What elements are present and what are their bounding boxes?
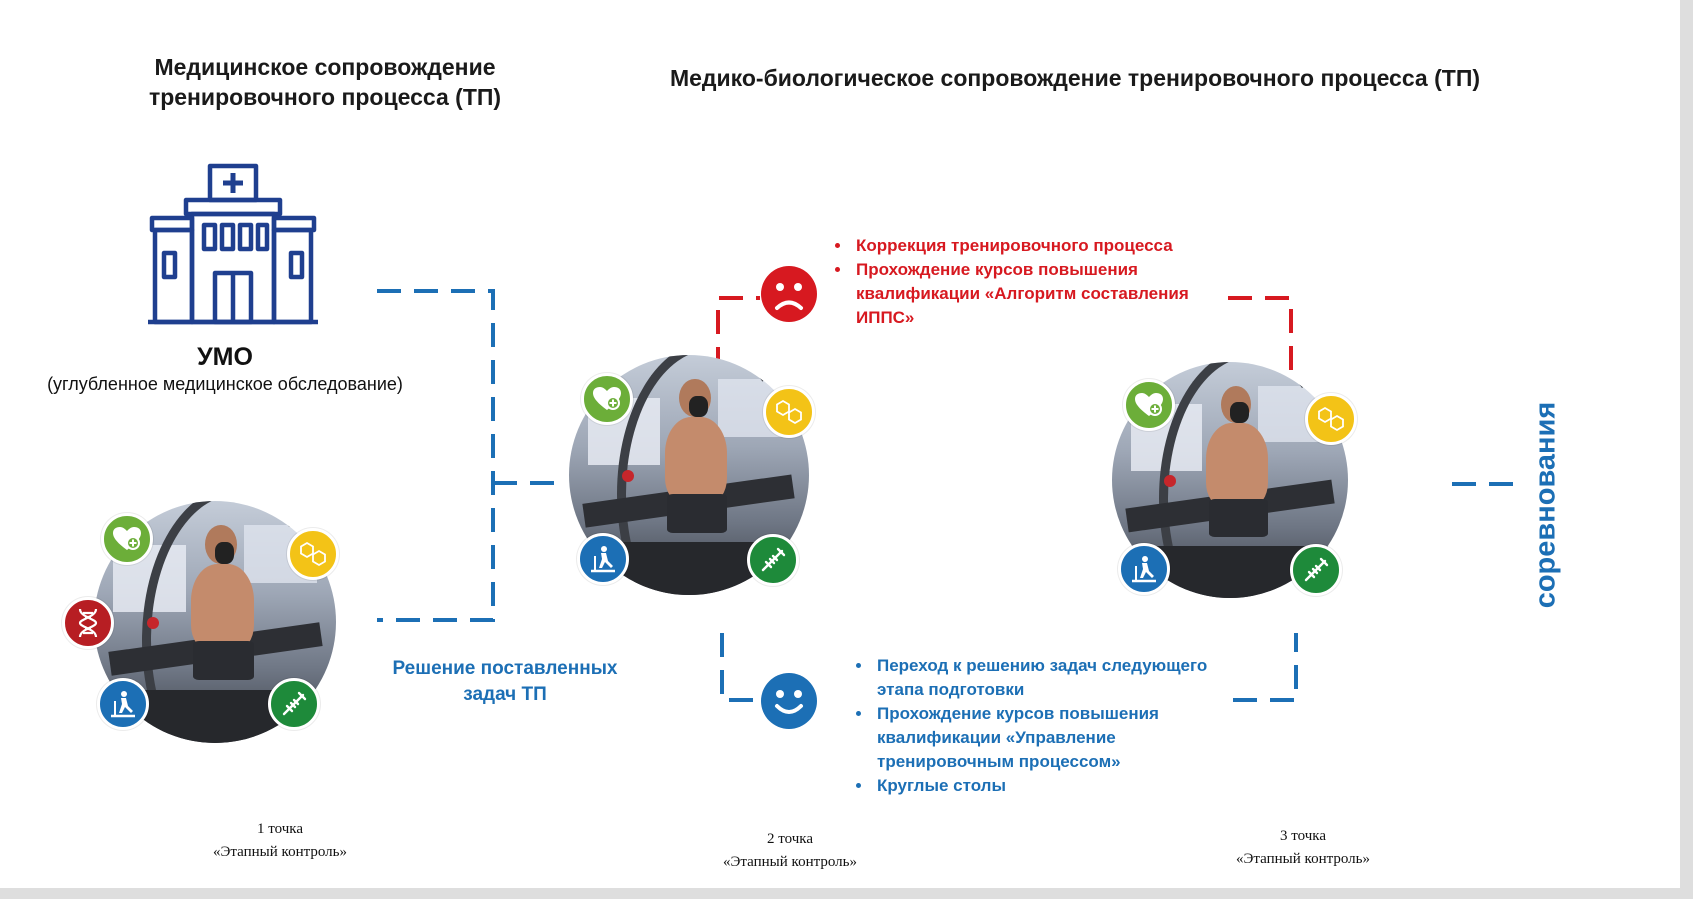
point-caption: «Этапный контроль» bbox=[213, 844, 347, 860]
syringe-icon bbox=[747, 534, 799, 586]
dna-icon bbox=[62, 597, 114, 649]
treadmill-icon bbox=[577, 533, 629, 585]
connector-umo-to-stage2 bbox=[377, 289, 495, 622]
competitions-text: соревнования bbox=[1529, 401, 1562, 609]
molecule-icon bbox=[287, 528, 339, 580]
solve-tasks-label: Решение поставленных задач ТП bbox=[380, 656, 630, 708]
point-caption: «Этапный контроль» bbox=[723, 854, 857, 870]
syringe-icon bbox=[1290, 544, 1342, 596]
connector-sad-to-photo3 bbox=[1228, 296, 1293, 376]
syringe-icon bbox=[268, 678, 320, 730]
list-item: Переход к решению задач следующего этапа… bbox=[873, 654, 1243, 702]
heart-plus-icon bbox=[1123, 379, 1175, 431]
heart-plus-icon bbox=[101, 513, 153, 565]
umo-title: УМО bbox=[197, 343, 253, 371]
connector-smile-to-photo3 bbox=[1233, 633, 1298, 702]
list-item: Коррекция тренировочного процесса bbox=[852, 234, 1212, 258]
list-item: Круглые столы bbox=[873, 774, 1243, 798]
molecule-icon bbox=[1305, 393, 1357, 445]
title-left-line1: Медицинское сопровождение bbox=[154, 54, 496, 80]
positive-outcome-list: Переход к решению задач следующего этапа… bbox=[843, 654, 1243, 798]
title-medical-support: Медицинское сопровождение тренировочного… bbox=[90, 52, 560, 112]
point-caption: «Этапный контроль» bbox=[1236, 851, 1370, 867]
molecule-icon bbox=[763, 386, 815, 438]
point-number: 2 точка bbox=[767, 831, 813, 847]
smile-face-icon bbox=[761, 673, 817, 729]
sad-face-icon bbox=[761, 266, 817, 322]
point-label-3: 3 точка «Этапный контроль» bbox=[1193, 825, 1413, 871]
hospital-icon bbox=[148, 163, 318, 325]
negative-outcome-list: Коррекция тренировочного процесса Прохож… bbox=[822, 234, 1212, 330]
umo-description: (углубленное медицинское обследование) bbox=[47, 374, 403, 394]
point-number: 1 точка bbox=[257, 821, 303, 837]
heart-plus-icon bbox=[581, 373, 633, 425]
connector-photo2-to-smile bbox=[720, 633, 760, 702]
solve-line1: Решение поставленных bbox=[392, 658, 618, 679]
point-label-2: 2 точка «Этапный контроль» bbox=[680, 828, 900, 874]
title-biomedical-support: Медико-биологическое сопровождение трени… bbox=[669, 65, 1481, 91]
list-item: Прохождение курсов повышения квалификаци… bbox=[852, 258, 1212, 330]
treadmill-icon bbox=[1118, 543, 1170, 595]
point-number: 3 точка bbox=[1280, 828, 1326, 844]
treadmill-icon bbox=[97, 678, 149, 730]
list-item: Прохождение курсов повышения квалификаци… bbox=[873, 702, 1243, 774]
title-left-line2: тренировочного процесса (ТП) bbox=[148, 84, 502, 110]
solve-line2: задач ТП bbox=[463, 684, 547, 705]
umo-block: УМО (углубленное медицинское обследовани… bbox=[20, 342, 430, 395]
point-label-1: 1 точка «Этапный контроль» bbox=[170, 818, 390, 864]
